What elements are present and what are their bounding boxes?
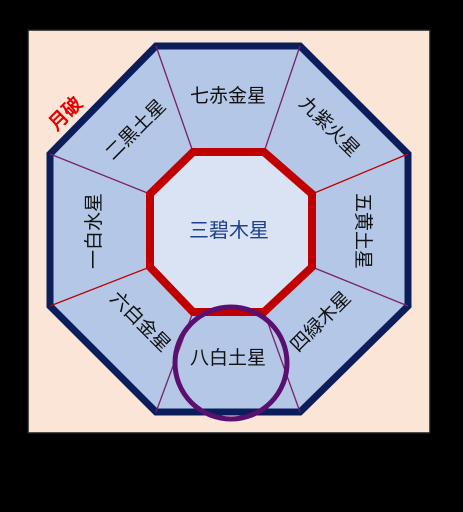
center-star-label: 三碧木星 (189, 218, 269, 242)
sector-top-label: 七赤金星 (190, 85, 266, 107)
sector-left-label: 一白水星 (83, 193, 105, 269)
center-octagon (146, 148, 316, 316)
highlight-circle (172, 304, 290, 422)
sector-bottom-label: 八白土星 (190, 347, 266, 369)
sector-right-label: 五黄土星 (352, 193, 374, 269)
